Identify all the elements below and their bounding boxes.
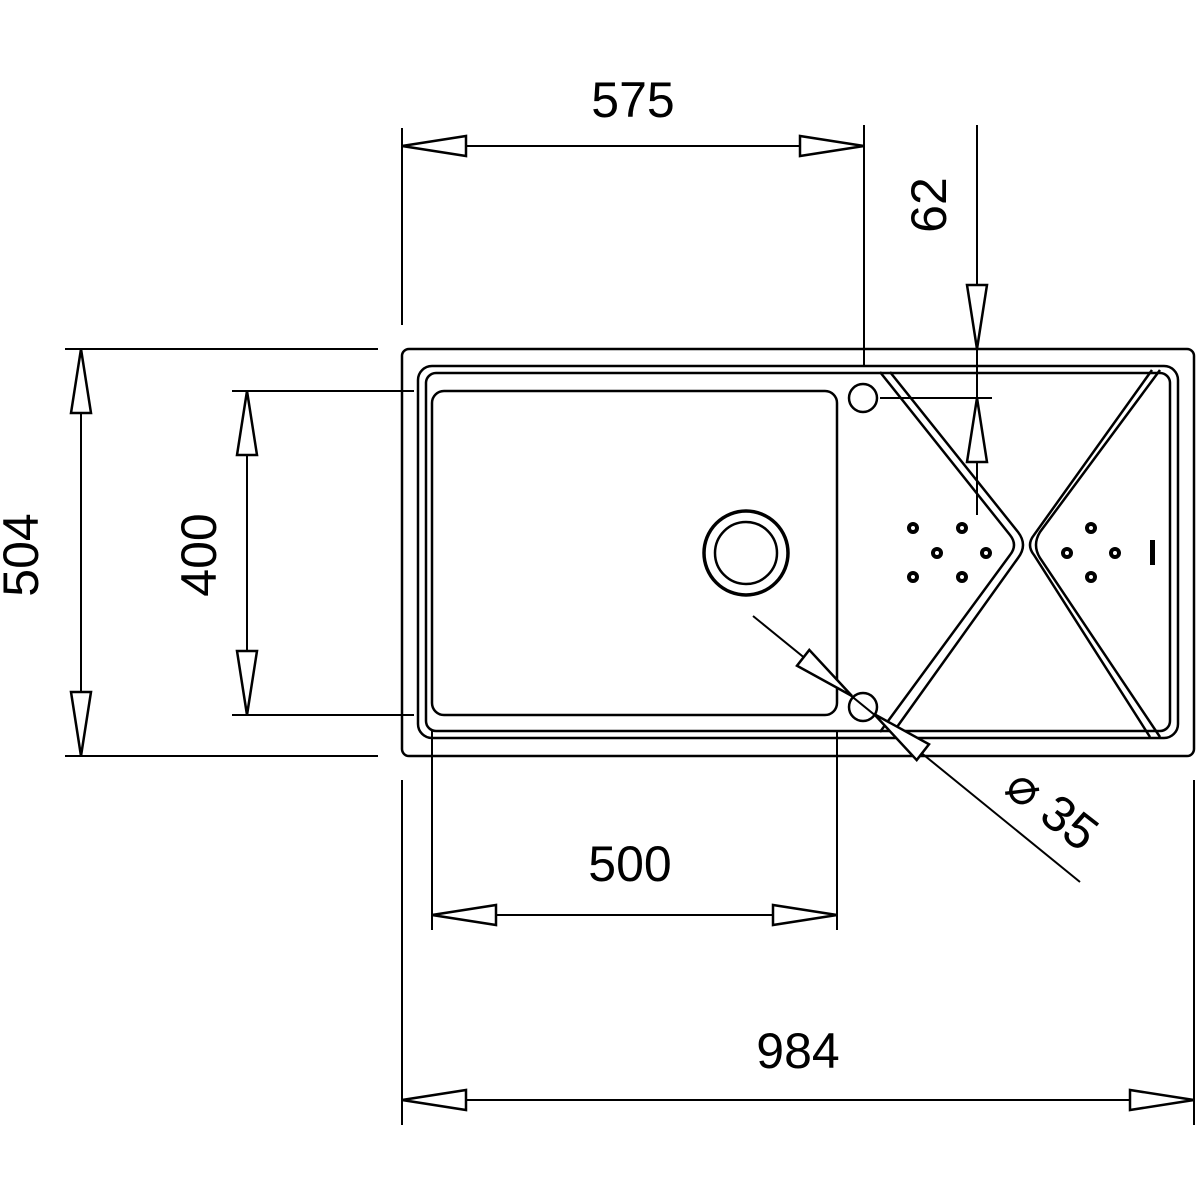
groove-left-inner — [889, 371, 1025, 735]
perforation — [956, 522, 968, 534]
dimension-label-575: 575 — [591, 72, 674, 128]
sink-rim-inner — [424, 371, 1172, 733]
dimension-label-984: 984 — [756, 1023, 839, 1079]
perforation — [1109, 547, 1121, 559]
tap-hole-bottom — [847, 691, 879, 723]
dimension-label-400: 400 — [171, 513, 227, 596]
dimension-575: 575 — [401, 72, 865, 366]
drainer-grooves — [878, 369, 1162, 738]
perforation — [1061, 547, 1073, 559]
sink-rim-outer — [416, 364, 1180, 740]
dimension-500: 500 — [431, 731, 838, 930]
groove-right-inner — [1028, 369, 1154, 738]
logo-mark — [1150, 540, 1155, 565]
drainer-perforations — [907, 522, 1155, 583]
perforation — [907, 571, 919, 583]
drain-inner — [713, 520, 779, 586]
dimension-diameter-35: ⌀ 35 — [752, 615, 1109, 883]
dimension-label-diameter-35: ⌀ 35 — [996, 756, 1109, 861]
groove-left-outer — [878, 371, 1016, 733]
sink-outline — [400, 347, 1196, 758]
dimension-400: 400 — [171, 390, 414, 716]
dimension-62: 62 — [880, 125, 992, 515]
perforation — [1085, 522, 1097, 534]
perforation — [980, 547, 992, 559]
bowl — [430, 389, 839, 717]
tap-hole-top — [847, 382, 879, 414]
perforation — [1085, 571, 1097, 583]
dimension-label-504: 504 — [0, 513, 49, 596]
dimension-label-500: 500 — [588, 836, 671, 892]
perforation — [956, 571, 968, 583]
dimension-984: 984 — [401, 780, 1195, 1125]
dimension-504: 504 — [0, 348, 378, 757]
drain-outer — [702, 509, 790, 597]
perforation — [907, 522, 919, 534]
perforation — [931, 547, 943, 559]
sink-outer-edge — [400, 347, 1196, 758]
groove-right-outer — [1034, 369, 1162, 738]
dimension-label-62: 62 — [901, 177, 957, 233]
